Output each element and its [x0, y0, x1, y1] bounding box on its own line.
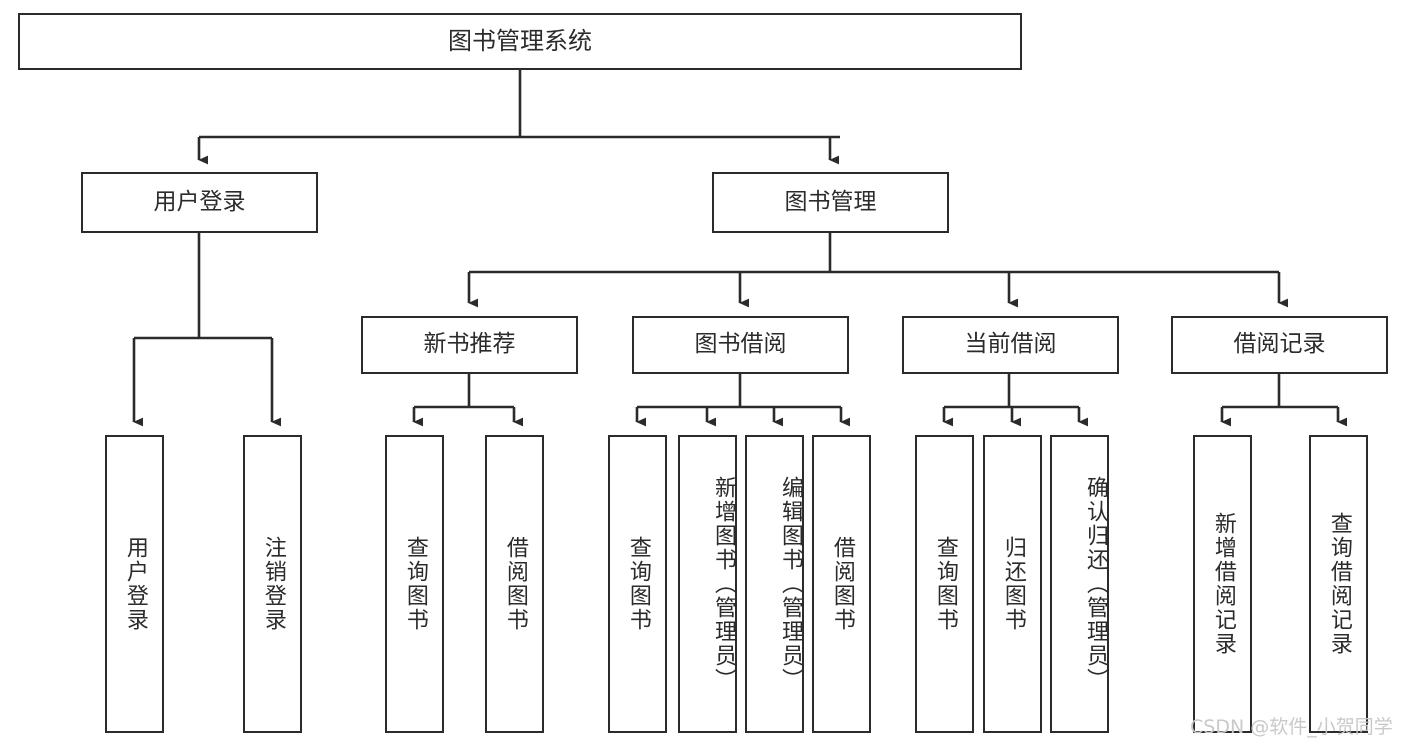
node-book-manage[interactable]: 图书管理	[712, 172, 949, 233]
node-leaf-borrow-book-1[interactable]: 借阅图书	[485, 435, 544, 733]
node-new-book-recommend-label: 新书推荐	[423, 331, 516, 358]
node-leaf-query-book-3[interactable]: 查询图书	[915, 435, 974, 733]
node-borrow-record-label: 借阅记录	[1233, 331, 1326, 358]
node-leaf-query-book-2[interactable]: 查询图书	[608, 435, 667, 733]
node-leaf-edit-book-admin-label: 编辑图书（管理员）	[778, 476, 803, 692]
node-leaf-query-book-3-label: 查询图书	[932, 536, 958, 632]
node-leaf-confirm-return-admin-label: 确认归还（管理员）	[1083, 476, 1108, 692]
node-leaf-query-book-1[interactable]: 查询图书	[385, 435, 444, 733]
node-user-login-label: 用户登录	[153, 188, 246, 215]
node-leaf-add-book-admin-label: 新增图书（管理员）	[711, 476, 736, 692]
node-leaf-logout-login-label: 注销登录	[260, 536, 286, 632]
node-leaf-query-borrow-record-label: 查询借阅记录	[1326, 512, 1352, 656]
node-root[interactable]: 图书管理系统	[18, 13, 1022, 70]
node-leaf-borrow-book-2-label: 借阅图书	[829, 536, 855, 632]
csdn-watermark: CSDN @软件_小贺同学	[1190, 716, 1393, 738]
node-leaf-add-borrow-record[interactable]: 新增借阅记录	[1193, 435, 1252, 733]
node-current-borrow[interactable]: 当前借阅	[902, 316, 1119, 374]
node-leaf-add-book-admin[interactable]: 新增图书（管理员）	[678, 435, 737, 733]
node-leaf-return-book[interactable]: 归还图书	[983, 435, 1042, 733]
node-leaf-query-book-1-label: 查询图书	[402, 536, 428, 632]
node-leaf-user-login-label: 用户登录	[122, 536, 148, 632]
node-leaf-query-borrow-record[interactable]: 查询借阅记录	[1309, 435, 1368, 733]
node-leaf-borrow-book-2[interactable]: 借阅图书	[812, 435, 871, 733]
node-leaf-query-book-2-label: 查询图书	[625, 536, 651, 632]
node-borrow-record[interactable]: 借阅记录	[1171, 316, 1388, 374]
node-root-label: 图书管理系统	[448, 27, 592, 56]
node-leaf-return-book-label: 归还图书	[1000, 536, 1026, 632]
node-book-borrow-label: 图书借阅	[694, 331, 787, 358]
node-leaf-user-login[interactable]: 用户登录	[105, 435, 164, 733]
node-leaf-borrow-book-1-label: 借阅图书	[502, 536, 528, 632]
node-leaf-add-borrow-record-label: 新增借阅记录	[1210, 512, 1236, 656]
node-leaf-confirm-return-admin[interactable]: 确认归还（管理员）	[1050, 435, 1109, 733]
node-current-borrow-label: 当前借阅	[964, 331, 1057, 358]
node-book-manage-label: 图书管理	[784, 188, 877, 215]
node-book-borrow[interactable]: 图书借阅	[632, 316, 849, 374]
node-leaf-edit-book-admin[interactable]: 编辑图书（管理员）	[745, 435, 804, 733]
node-leaf-logout-login[interactable]: 注销登录	[243, 435, 302, 733]
node-user-login[interactable]: 用户登录	[81, 172, 318, 233]
node-new-book-recommend[interactable]: 新书推荐	[361, 316, 578, 374]
